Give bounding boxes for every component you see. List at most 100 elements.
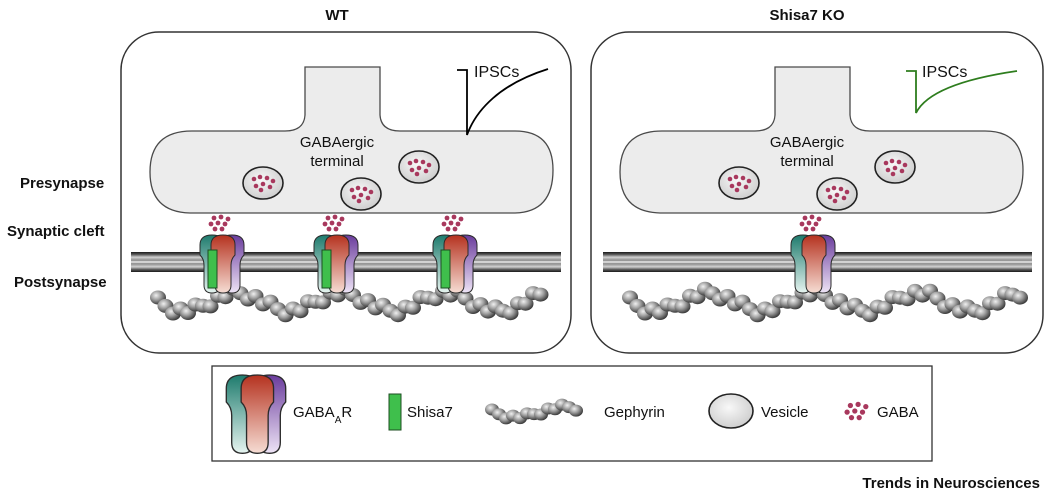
terminal-label-line2: terminal [310, 153, 363, 170]
gaba-molecule [838, 186, 844, 192]
ipsc-trace [906, 70, 1018, 114]
gaba-molecule [729, 183, 735, 189]
gaba-molecule [339, 216, 345, 222]
gaba-molecule [455, 221, 461, 227]
gaba-molecule [848, 414, 855, 421]
side-label-presynapse: Presynapse [20, 175, 104, 192]
gephyrin-molecule [764, 304, 781, 319]
gephyrin-molecule [502, 306, 519, 321]
receptor-subunit-red [240, 374, 275, 454]
gaba-molecule [325, 215, 331, 221]
gephyrin-molecule [532, 287, 549, 302]
receptor-subunit-red [801, 234, 827, 294]
gaba-molecule [251, 176, 257, 182]
gaba-a-receptor [313, 234, 359, 294]
gaba-molecule [856, 414, 862, 421]
legend-gaba-label: GABA [877, 404, 919, 421]
gephyrin-molecule [787, 295, 803, 310]
gaba-molecule [834, 192, 840, 198]
gaba-molecule [258, 187, 264, 193]
gaba-cluster [322, 214, 345, 232]
gaba-molecule [368, 189, 374, 195]
gaba-molecule [831, 185, 837, 191]
ipsc-label: IPSCs [922, 64, 967, 81]
legend-receptor-label: GABAAR [293, 404, 352, 426]
panel-title-wt: WT [325, 7, 348, 24]
gaba-molecule [832, 198, 838, 204]
gephyrin-molecule [292, 304, 309, 319]
legend-gaba-symbol [844, 401, 869, 421]
gaba-molecule [356, 198, 362, 204]
gaba-molecule [890, 171, 896, 177]
gaba-cluster [441, 214, 464, 232]
gephyrin-molecule [202, 299, 219, 314]
gaba-molecule [859, 409, 866, 415]
legend-vesicle-symbol [708, 393, 754, 429]
gaba-molecule [336, 221, 342, 227]
terminal-label-line1: GABAergic [770, 134, 845, 151]
gaba-molecule [333, 226, 339, 232]
gaba-molecule [809, 214, 815, 220]
gaba-molecule [458, 216, 464, 222]
gaba-molecule [863, 403, 869, 410]
side-label-postsynapse: Postsynapse [14, 274, 107, 291]
gaba-molecule [448, 220, 454, 226]
gaba-molecule [208, 221, 214, 227]
side-label-synaptic-cleft: Synaptic cleft [7, 223, 105, 240]
gaba-molecule [362, 186, 368, 192]
gaba-molecule [892, 165, 898, 171]
gaba-molecule [827, 194, 833, 200]
gaba-molecule [806, 220, 812, 226]
gaba-molecule [211, 215, 217, 221]
gaba-molecule [825, 187, 831, 193]
gaba-molecule [813, 221, 819, 227]
released-gaba [208, 214, 464, 232]
ko-panel: Shisa7 KO GABAergic terminal IPSCs [590, 7, 1044, 354]
vesicle [242, 166, 284, 200]
gaba-molecule [267, 184, 273, 190]
gaba-molecule [852, 408, 858, 414]
vesicle [874, 150, 916, 184]
gaba-molecule [889, 158, 895, 164]
legend: GABAAR Shisa7 Gephyrin Vesicle GABA [211, 365, 933, 462]
vesicle-membrane [708, 393, 754, 429]
gaba-molecule [727, 176, 733, 182]
shisa7-protein [440, 249, 451, 289]
vesicle [816, 177, 858, 211]
gaba-molecule [802, 215, 808, 221]
gaba-molecule [844, 189, 850, 195]
gaba-molecule [902, 162, 908, 168]
gaba-a-receptors [199, 234, 478, 294]
gaba-a-receptor [225, 374, 287, 454]
panel-title-ko: Shisa7 KO [769, 7, 844, 24]
gaba-molecule [349, 187, 355, 193]
gaba-molecule [733, 174, 739, 180]
gaba-molecule [329, 220, 335, 226]
gaba-molecule [414, 171, 420, 177]
legend-gephyrin-symbol [485, 398, 583, 425]
gaba-molecule [260, 181, 266, 187]
gaba-molecule [426, 162, 432, 168]
gephyrin-molecule [569, 404, 583, 417]
legend-shisa7-label: Shisa7 [407, 404, 453, 421]
gephyrin-molecule [1012, 290, 1028, 305]
synaptic-vesicles [718, 150, 916, 211]
gaba-molecule [444, 215, 450, 221]
gaba-molecule [322, 221, 328, 227]
gaba-a-receptor [199, 234, 245, 294]
gephyrin-molecule [989, 296, 1006, 311]
gaba-molecule [734, 187, 740, 193]
gaba-molecule [803, 226, 809, 232]
legend-shisa7-symbol [388, 393, 402, 431]
gaba-molecule [746, 178, 752, 184]
gaba-molecule [816, 216, 822, 222]
legend-receptor-symbol [225, 374, 287, 454]
terminal-label-line1: GABAergic [300, 134, 375, 151]
vesicle [708, 393, 754, 429]
gephyrin-molecule [405, 300, 421, 315]
gaba-cluster [208, 214, 231, 232]
gaba-molecule [219, 226, 225, 232]
gaba-molecule [332, 214, 338, 220]
legend-receptor-name: GABA [293, 404, 335, 421]
